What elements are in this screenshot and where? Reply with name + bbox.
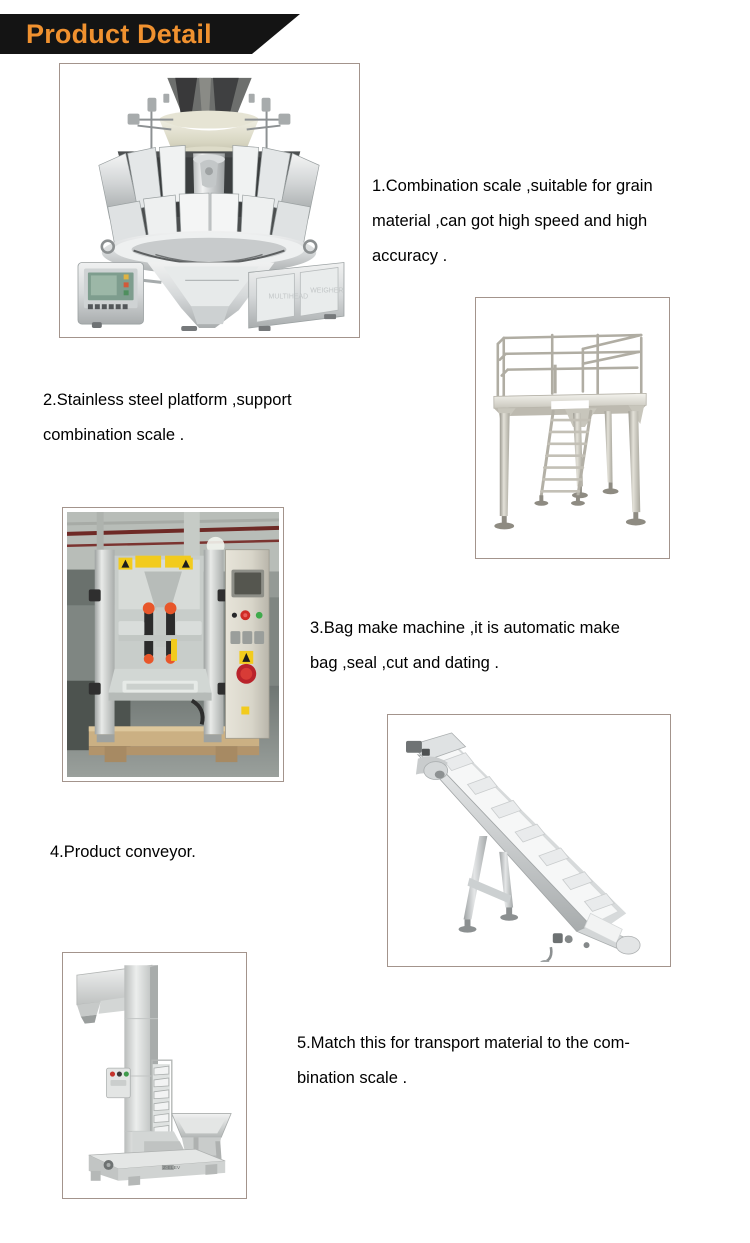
conveyor-image-frame	[387, 714, 671, 967]
caption-combination-scale: 1.Combination scale ,suitable for grain …	[372, 177, 653, 265]
svg-text:MULTIHEAD: MULTIHEAD	[269, 293, 309, 300]
z-type-bucket-elevator-photo: Z-ELEV	[67, 957, 242, 1194]
stainless-steel-platform-photo	[480, 302, 665, 554]
combination-weigher-image-frame: MULTIHEAD WEIGHER	[59, 63, 360, 338]
combination-weigher-photo: MULTIHEAD WEIGHER	[64, 68, 355, 333]
caption-bag-make-machine: 3.Bag make machine ,it is automatic make…	[310, 619, 620, 672]
svg-text:WEIGHER: WEIGHER	[310, 287, 343, 294]
bag-make-machine-image-frame	[62, 507, 284, 782]
caption-stainless-platform: 2.Stainless steel platform ,support comb…	[43, 391, 292, 444]
caption-product-conveyor: 4.Product conveyor.	[50, 843, 196, 861]
product-conveyor-photo	[392, 719, 666, 962]
caption-bucket-elevator: 5.Match this for transport material to t…	[297, 1034, 630, 1087]
bucket-elevator-image-frame: Z-ELEV	[62, 952, 247, 1199]
page-title: Product Detail	[26, 18, 212, 49]
bag-make-machine-photo	[67, 512, 279, 777]
product-detail-banner: Product Detail	[0, 14, 300, 54]
platform-image-frame	[475, 297, 670, 559]
svg-text:Z-ELEV: Z-ELEV	[163, 1165, 181, 1171]
